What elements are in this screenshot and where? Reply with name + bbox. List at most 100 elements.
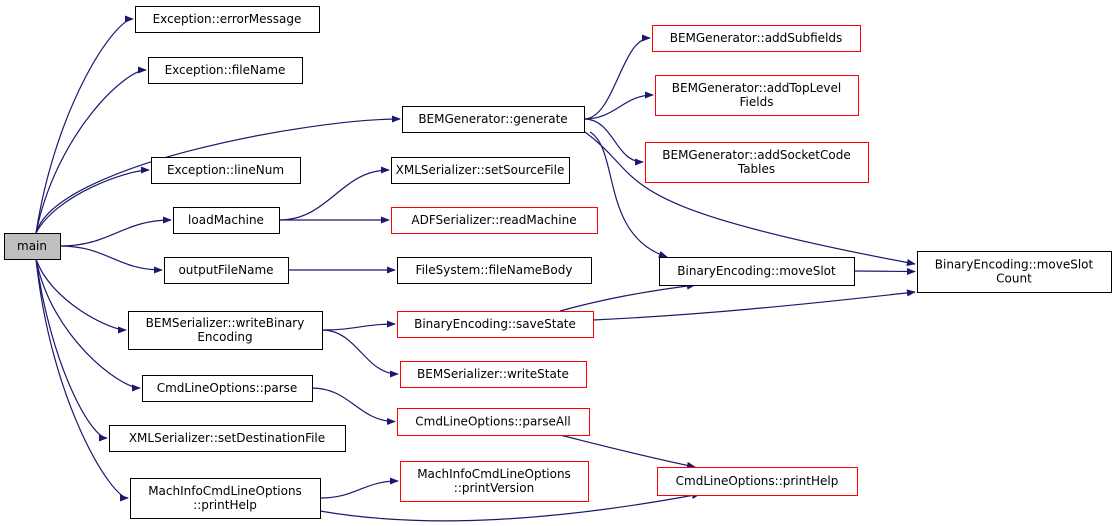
node-bems_writeState[interactable]: BEMSerializer::writeState	[400, 361, 587, 388]
node-box[interactable]	[148, 57, 303, 84]
edge-main-to-exc_lineNum	[35, 166, 150, 234]
node-label: Tables	[737, 162, 775, 176]
edge-path	[59, 245, 163, 274]
node-clo_parse[interactable]: CmdLineOptions::parse	[142, 375, 313, 402]
edge-main-to-bems_writeBinaryEncoding	[35, 258, 127, 334]
node-main[interactable]: main	[4, 233, 61, 260]
edge-micl_printHelp-to-micl_printVersion	[319, 477, 399, 499]
node-box[interactable]	[142, 375, 313, 402]
node-label: main	[17, 239, 47, 253]
node-box[interactable]	[391, 207, 598, 234]
node-bemg_generate[interactable]: BEMGenerator::generate	[402, 106, 585, 133]
node-outputFileName[interactable]: outputFileName	[164, 257, 289, 284]
edge-path	[321, 329, 399, 378]
edge-loadMachine-to-xmls_setSourceFile	[278, 166, 390, 221]
edge-path	[59, 216, 172, 247]
edge-bems_writeBinaryEncoding-to-bems_writeState	[321, 329, 399, 378]
edge-bemg_generate-to-be_moveSlot	[589, 131, 668, 258]
edge-main-to-xmls_setDestinationFile	[35, 258, 108, 442]
edge-path	[278, 166, 390, 221]
node-bemg_addSubfields[interactable]: BEMGenerator::addSubfields	[652, 25, 861, 52]
node-box[interactable]	[397, 408, 590, 436]
edge-path	[559, 434, 696, 469]
edge-path	[583, 118, 644, 166]
node-box[interactable]	[4, 233, 61, 260]
node-label: BEMGenerator::addSubfields	[670, 31, 843, 45]
node-exc_errorMessage[interactable]: Exception::errorMessage	[135, 6, 320, 33]
node-loadMachine[interactable]: loadMachine	[173, 207, 280, 234]
node-label: BinaryEncoding::moveSlot	[677, 264, 836, 278]
edge-path	[311, 387, 396, 426]
node-box[interactable]	[659, 257, 855, 286]
edge-path	[35, 258, 108, 442]
node-xmls_setSourceFile[interactable]: XMLSerializer::setSourceFile	[391, 157, 570, 184]
edge-bemg_generate-to-bemg_addTopLevelFields	[583, 91, 654, 120]
node-box[interactable]	[397, 311, 594, 338]
node-label: MachInfoCmdLineOptions	[417, 467, 571, 481]
edge-path	[321, 320, 396, 331]
node-box[interactable]	[135, 6, 320, 33]
edge-path	[35, 258, 127, 334]
node-label: XMLSerializer::setSourceFile	[396, 163, 565, 177]
node-adfs_readMachine[interactable]: ADFSerializer::readMachine	[391, 207, 598, 234]
node-clo_parseAll[interactable]: CmdLineOptions::parseAll	[397, 408, 590, 436]
node-label: BEMGenerator::generate	[418, 112, 567, 126]
node-label: MachInfoCmdLineOptions	[148, 484, 302, 498]
node-be_saveState[interactable]: BinaryEncoding::saveState	[397, 311, 594, 338]
node-label: CmdLineOptions::printHelp	[676, 474, 839, 488]
node-box[interactable]	[397, 257, 592, 284]
node-box[interactable]	[173, 207, 280, 234]
edge-path	[853, 267, 916, 276]
edge-path	[319, 477, 399, 499]
node-box[interactable]	[151, 157, 301, 184]
node-box[interactable]	[657, 467, 858, 496]
edge-path	[592, 289, 916, 321]
edge-main-to-clo_parse	[35, 258, 141, 392]
edge-main-to-outputFileName	[59, 245, 163, 274]
node-box[interactable]	[655, 75, 859, 116]
node-exc_fileName[interactable]: Exception::fileName	[148, 57, 303, 84]
node-label: BEMGenerator::addSocketCode	[662, 148, 850, 162]
node-clo_printHelp[interactable]: CmdLineOptions::printHelp	[657, 467, 858, 496]
node-label: Exception::lineNum	[167, 163, 284, 177]
node-label: CmdLineOptions::parseAll	[415, 415, 571, 429]
node-box[interactable]	[645, 142, 869, 183]
edge-bemg_generate-to-be_moveSlotCount	[584, 131, 916, 267]
node-box[interactable]	[400, 461, 589, 502]
node-label: outputFileName	[178, 263, 273, 277]
edge-clo_parseAll-to-clo_printHelp	[559, 434, 696, 469]
node-box[interactable]	[402, 106, 585, 133]
edge-bemg_generate-to-bemg_addSubfields	[583, 34, 651, 120]
node-label: Count	[996, 272, 1032, 286]
edge-bems_writeBinaryEncoding-to-be_saveState	[321, 320, 396, 331]
node-box[interactable]	[128, 311, 323, 350]
node-label: ::printVersion	[454, 481, 534, 495]
node-box[interactable]	[652, 25, 861, 52]
edge-clo_parse-to-clo_parseAll	[311, 387, 396, 426]
node-be_moveSlot[interactable]: BinaryEncoding::moveSlot	[659, 257, 855, 286]
node-label: Exception::errorMessage	[153, 12, 302, 26]
edge-main-to-bemg_generate	[35, 115, 401, 234]
node-label: loadMachine	[188, 213, 264, 227]
node-box[interactable]	[400, 361, 587, 388]
node-box[interactable]	[130, 478, 321, 519]
node-micl_printHelp[interactable]: MachInfoCmdLineOptions::printHelp	[130, 478, 321, 519]
node-box[interactable]	[109, 425, 346, 452]
edge-path	[584, 131, 916, 267]
edge-path	[319, 491, 701, 522]
edge-be_saveState-to-be_moveSlotCount	[592, 289, 916, 321]
edge-micl_printHelp-to-clo_printHelp	[319, 491, 701, 522]
node-micl_printVersion[interactable]: MachInfoCmdLineOptions::printVersion	[400, 461, 589, 502]
node-box[interactable]	[917, 251, 1112, 293]
node-box[interactable]	[391, 157, 570, 184]
node-fs_fileNameBody[interactable]: FileSystem::fileNameBody	[397, 257, 592, 284]
node-xmls_setDestinationFile[interactable]: XMLSerializer::setDestinationFile	[109, 425, 346, 452]
node-exc_lineNum[interactable]: Exception::lineNum	[151, 157, 301, 184]
node-box[interactable]	[164, 257, 289, 284]
edge-main-to-micl_printHelp	[35, 258, 129, 502]
